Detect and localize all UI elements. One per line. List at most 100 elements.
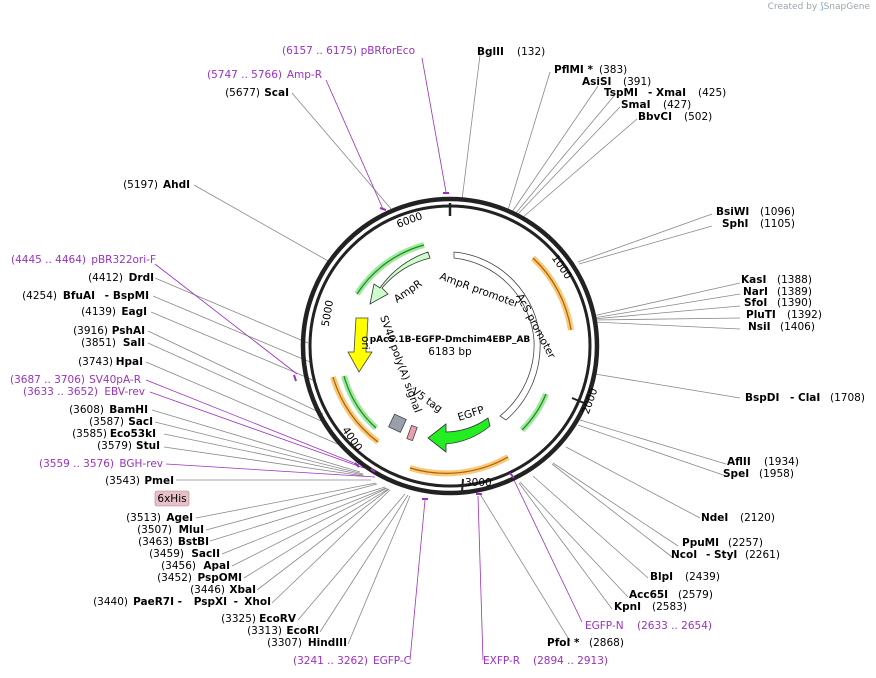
site-spei-pos: (1958) (759, 468, 794, 480)
site-pflmi-pos: (383) (599, 64, 627, 76)
site-pluti-pos: (1392) (787, 309, 822, 321)
primer-egfp-n-range: (2633 .. 2654) (637, 620, 712, 632)
site-eco53ki-pos: (3585) (72, 428, 107, 440)
site-xhoi-sep: - (234, 596, 238, 608)
site-sfoi: SfoI (744, 297, 767, 309)
site-bspdi: BspDI (745, 392, 779, 404)
site-asisi-pos: (391) (623, 76, 651, 88)
label-egfp: EGFP (456, 404, 486, 424)
label-ori: ori (359, 336, 371, 350)
egfp-arrow (427, 417, 491, 453)
site-hindiii-pos: (3307) (267, 637, 302, 649)
site-pspomi-pos: (3452) (157, 572, 192, 584)
primer-bgh-rev-range: (3559 .. 3576) (39, 458, 114, 470)
site-acc65i: Acc65I (629, 589, 668, 601)
site-ahdi-pos: (5197) (123, 179, 158, 191)
site-kasi: KasI (741, 274, 766, 286)
site-xbai: XbaI (229, 584, 256, 596)
site-xmai-sep: - (648, 87, 652, 99)
site-sacii-pos: (3459) (149, 548, 184, 560)
site-bspmi: BspMI (113, 290, 149, 302)
site-scai-pos: (5677) (225, 87, 260, 99)
site-ndei-pos: (2120) (740, 512, 775, 524)
primer-exfp-r: EXFP-R (483, 655, 520, 667)
site-bamhi-pos: (3608) (69, 404, 104, 416)
primer-ebv-rev-range: (3633 .. 3652) (23, 386, 98, 398)
site-ahdi: AhdI (163, 179, 190, 191)
site-paer7i: PaeR7I (133, 596, 174, 608)
site-eagi: EagI (121, 306, 147, 318)
primer-ebv-rev: EBV-rev (104, 386, 145, 398)
primer-pbr322ori-f: pBR322ori-F (91, 254, 156, 266)
site-acc65i-pos: (2579) (678, 589, 713, 601)
site-bbvci-pos: (502) (684, 111, 712, 123)
site-leader-lines (145, 54, 741, 645)
tick-3000-mark (461, 478, 464, 493)
site-blpi: BlpI (650, 571, 673, 583)
site-sphi-pos: (1105) (760, 218, 795, 230)
site-kpni: KpnI (614, 601, 641, 613)
primer-labels: pBRforEco (6157 .. 6175) Amp-R (5747 .. … (10, 45, 712, 667)
site-saci: SacI (128, 416, 153, 428)
label-ampr: AmpR (392, 278, 425, 306)
site-pspomi: PspOMI (197, 572, 242, 584)
primer-egfp-c: EGFP-C (373, 655, 411, 667)
site-hindiii: HindIII (308, 637, 347, 649)
tick-6000: 6000 (395, 210, 424, 230)
site-apai: ApaI (203, 560, 230, 572)
6xhis-tag-box (154, 490, 190, 507)
site-bsiwi: BsiWI (716, 206, 749, 218)
site-stui: StuI (136, 440, 160, 452)
site-bspmi-sep: - (105, 290, 109, 302)
primer-pbr322ori-f-range: (4445 .. 4464) (11, 254, 86, 266)
site-pmei-pos: (3543) (105, 475, 140, 487)
site-ppumi-pos: (2257) (728, 537, 763, 549)
snapgene-watermark: Created by ⟆SnapGene (768, 2, 870, 12)
site-styi-pos: (2261) (745, 549, 780, 561)
site-ecori: EcoRI (286, 625, 319, 637)
backbone-outer (300, 196, 600, 496)
site-smai-pos: (427) (663, 99, 691, 111)
site-sali: SalI (123, 337, 145, 349)
site-bstbi: BstBI (178, 536, 209, 548)
site-styi-sep: - (706, 549, 710, 561)
site-sacii: SacII (191, 548, 220, 560)
site-sfoi-pos: (1390) (777, 297, 812, 309)
site-clai-pos: (1708) (830, 392, 865, 404)
primer-leader-lines (145, 57, 583, 661)
primer-sv40pa-r: SV40pA-R (89, 374, 141, 386)
watermark-brand: SnapGene (823, 2, 870, 12)
site-bfuai: BfuAI (63, 290, 95, 302)
site-scai: ScaI (264, 87, 289, 99)
site-clai: ClaI (798, 392, 820, 404)
site-spei: SpeI (723, 468, 749, 480)
site-pfoi: PfoI * (547, 637, 580, 649)
site-saci-pos: (3587) (89, 416, 124, 428)
site-nari: NarI (743, 286, 768, 298)
site-pluti: PluTI (746, 309, 776, 321)
tick-5000: 5000 (320, 299, 336, 327)
snapgene-logo-icon: ⟆ (820, 2, 824, 12)
site-mlui-pos: (3507) (137, 524, 172, 536)
6xhis-label: 6xHis (157, 493, 186, 505)
site-drdi: DrdI (129, 272, 154, 284)
site-bglii-pos: (132) (517, 46, 545, 58)
ori-arrow (347, 317, 373, 373)
site-pspxi-sep: - (178, 596, 182, 608)
site-bglii: BglII (477, 46, 504, 58)
plasmid-name: pAcS.1B-EGFP-Dmchim4EBP_AB (370, 335, 531, 345)
primer-exfp-r-range: (2894 .. 2913) (533, 655, 608, 667)
plasmid-size: 6183 bp (428, 346, 472, 358)
tick-3000: 3000 (465, 477, 492, 489)
site-xhoi: XhoI (244, 596, 271, 608)
site-nsii: NsiI (748, 321, 771, 333)
watermark-prefix: Created by (767, 2, 818, 12)
site-eco53ki: Eco53kI (110, 428, 156, 440)
site-pspxi: PspXI (194, 596, 227, 608)
site-pflmi: PflMI * (554, 64, 593, 76)
site-aflii-pos: (1934) (764, 456, 799, 468)
site-bsiwi-pos: (1096) (760, 206, 795, 218)
site-ecorv: EcoRV (259, 613, 297, 625)
v5-tag-box (406, 424, 418, 442)
